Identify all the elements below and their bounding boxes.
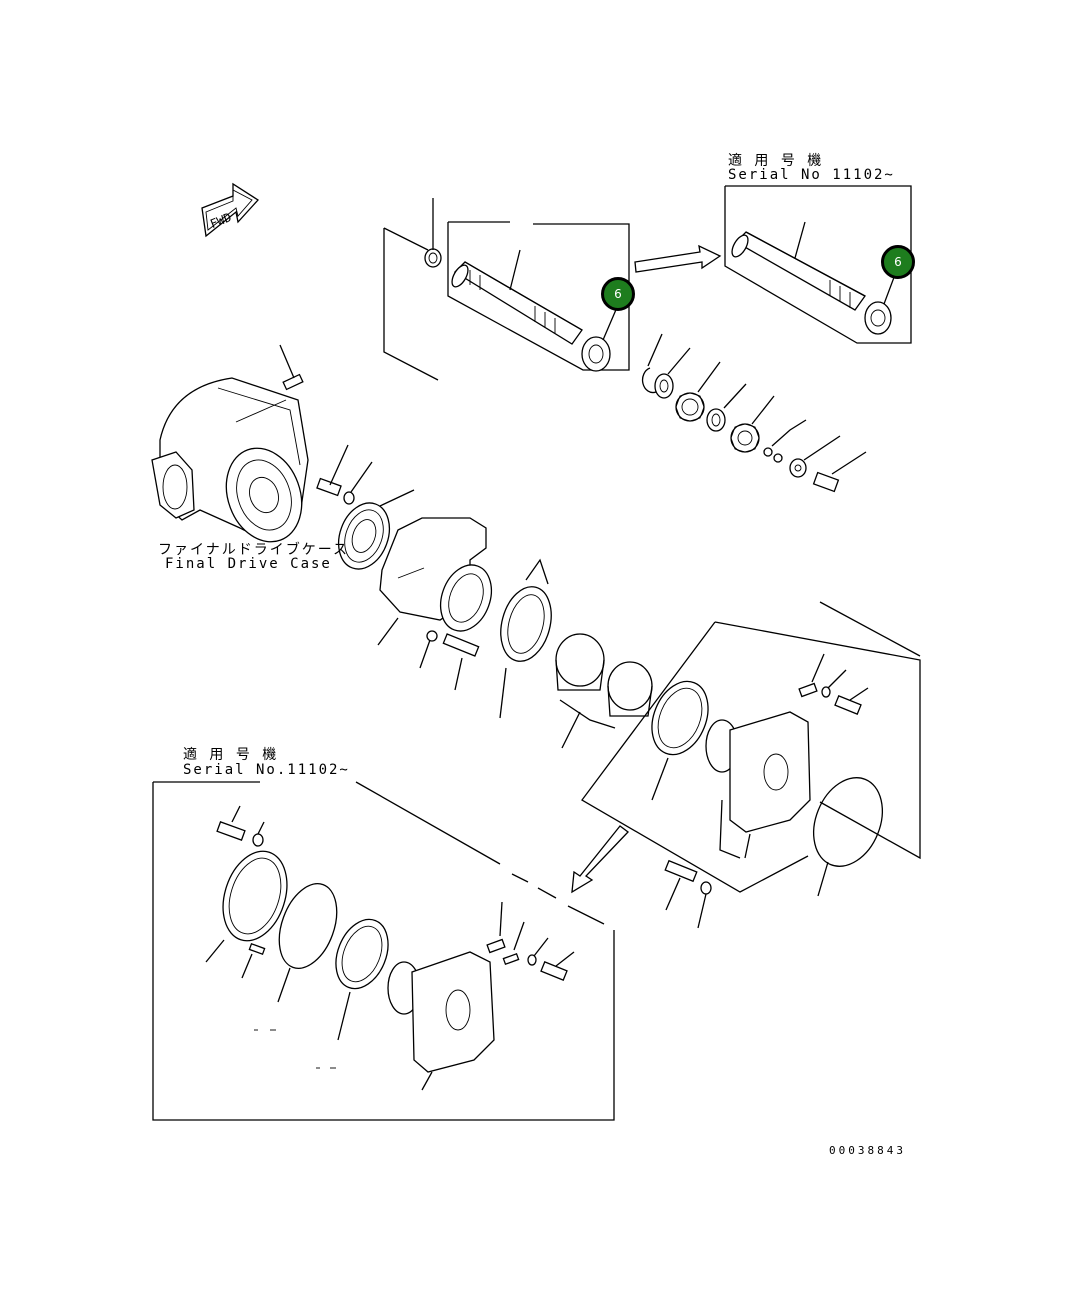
carrier-bolt [419, 630, 480, 691]
serial-top-jp: 適 用 号 機 [728, 153, 824, 169]
cover-hardware [486, 901, 575, 981]
hub-bearing [651, 680, 709, 801]
serial-top-en: Serial No 11102~ [728, 167, 895, 183]
callout-6-serial[interactable]: 6 [881, 245, 915, 279]
lower-bolt [664, 859, 712, 929]
spacer-sleeves [555, 633, 653, 749]
hub-hardware [798, 653, 869, 715]
cover-plate [205, 850, 288, 979]
cover-oring [277, 883, 338, 1003]
serial-bottom-en: Serial No.11102~ [183, 762, 350, 778]
large-oring [813, 777, 883, 897]
main-bearing [337, 489, 415, 570]
hub-group-bracket [581, 601, 921, 893]
dash-marks [254, 1029, 336, 1069]
gear-train-parts [641, 333, 867, 493]
carrier-housing [377, 517, 493, 646]
hub-cover [705, 711, 811, 859]
fwd-arrow-icon: FWD [201, 182, 259, 238]
transfer-arrow-icon [634, 244, 722, 273]
case-label-jp: ファイナルドライブケース [158, 542, 350, 558]
final-drive-case [151, 344, 309, 543]
shaft-seal [424, 198, 442, 268]
case-bolt [316, 444, 373, 505]
drawing-number: 00038843 [829, 1144, 906, 1157]
seal-ring [499, 558, 552, 719]
serial-cover-box [152, 781, 615, 1121]
serial-shaft-box [724, 185, 912, 344]
cover-bolt [216, 805, 265, 847]
cover-hub [387, 951, 495, 1091]
drive-shaft [451, 249, 583, 345]
callout-6-main[interactable]: 6 [601, 277, 635, 311]
case-label-en: Final Drive Case [165, 556, 332, 572]
serial-bottom-jp: 適 用 号 機 [183, 747, 279, 763]
down-arrow-icon [571, 825, 629, 894]
shaft-group-bracket [383, 221, 630, 381]
shaft-bearing [581, 304, 619, 372]
cover-bearing [335, 918, 389, 1041]
